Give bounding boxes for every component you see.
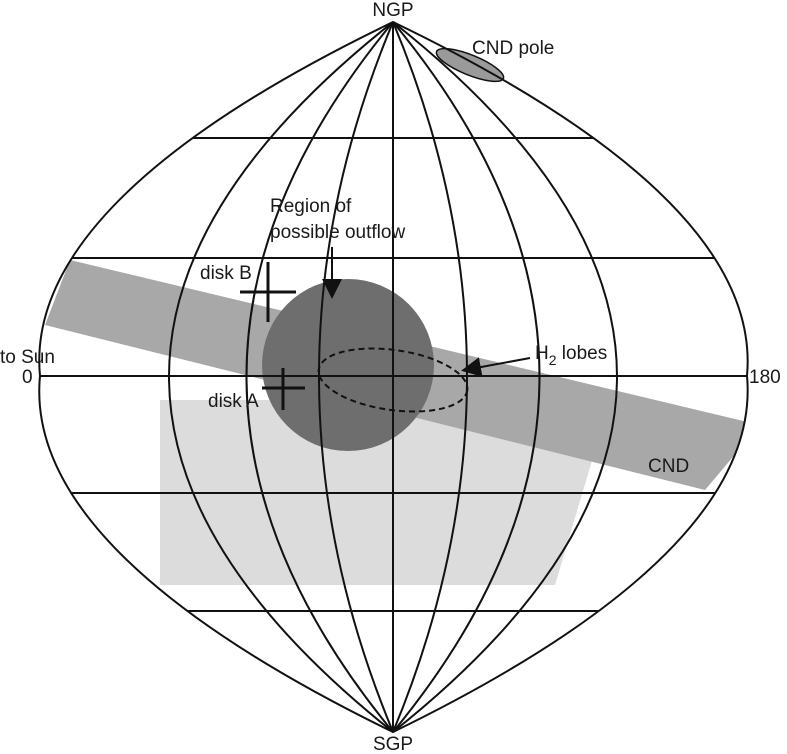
- h2-rest: lobes: [557, 343, 608, 364]
- to-sun-label: to Sun: [0, 347, 55, 368]
- h2-main: H: [535, 343, 549, 364]
- h2-subscript: 2: [549, 352, 557, 368]
- lon-zero-label: 0: [22, 367, 33, 388]
- globe-outline: [38, 20, 749, 734]
- lon-180-label: 180: [749, 367, 781, 388]
- disk-a-cross: [262, 368, 305, 410]
- outflow-label-line1: Region of: [270, 196, 352, 217]
- outflow-label-line2: possible outflow: [270, 222, 405, 243]
- south-pole-label: SGP: [373, 734, 413, 754]
- outflow-region: [262, 279, 434, 451]
- north-pole-label: NGP: [372, 0, 413, 21]
- disk-a-label: disk A: [208, 391, 259, 412]
- h2-arrow: [461, 357, 531, 377]
- cnd-label: CND: [648, 456, 689, 477]
- disk-b-label: disk B: [200, 263, 252, 284]
- disk-b-cross: [240, 262, 296, 322]
- cnd-pole-patch: [435, 47, 505, 83]
- cnd-pole-label: CND pole: [472, 38, 554, 59]
- h2-lobes-label: H2 lobes: [535, 343, 607, 368]
- h2-lobes-ellipse: [317, 347, 469, 413]
